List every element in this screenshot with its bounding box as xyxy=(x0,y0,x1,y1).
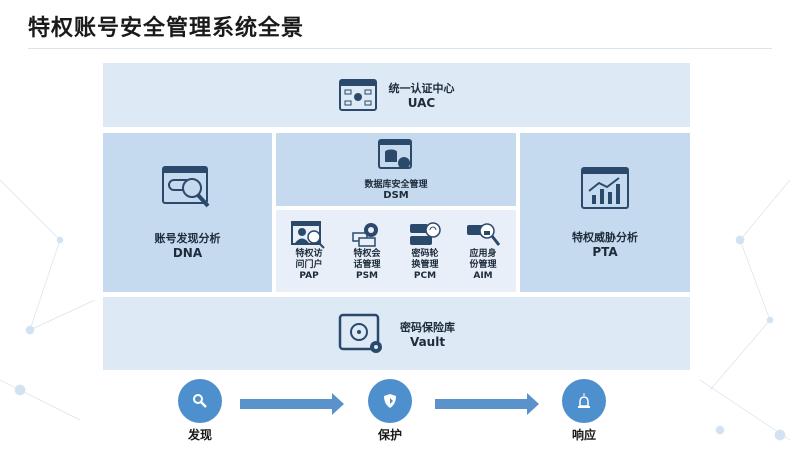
search-icon xyxy=(193,394,207,408)
chart-analysis-icon xyxy=(581,166,629,209)
account-search-icon xyxy=(161,165,209,207)
module-label: 话管理 xyxy=(353,259,381,270)
module-code: PSM xyxy=(355,270,379,281)
respond-step-label: 响应 xyxy=(571,428,596,442)
database-icon xyxy=(378,138,412,169)
module-label: 特权访 xyxy=(295,248,323,259)
module-label: 应用身 xyxy=(469,248,497,259)
shield-icon xyxy=(384,394,396,408)
discover-step-circle xyxy=(178,379,222,423)
module-code: PAP xyxy=(299,270,319,281)
app-identity-icon xyxy=(467,222,500,246)
dsm-panel: 数据库安全管理 DSM xyxy=(276,133,516,206)
dsm-code: DSM xyxy=(383,189,409,201)
pta-name: 特权威胁分析 xyxy=(572,230,638,244)
flow-arrow xyxy=(240,393,344,415)
module-label: 换管理 xyxy=(411,259,439,270)
uac-code: UAC xyxy=(407,96,436,110)
network-icon xyxy=(338,79,377,111)
vault-name: 密码保险库 xyxy=(400,320,455,334)
module-label: 问门户 xyxy=(295,259,323,270)
protect-step-label: 保护 xyxy=(377,428,402,442)
dna-code: DNA xyxy=(172,245,203,260)
page-title: 特权账号安全管理系统全景 xyxy=(28,16,305,41)
module-code: PCM xyxy=(413,270,437,281)
dsm-name: 数据库安全管理 xyxy=(364,179,428,190)
flow-arrow xyxy=(435,393,539,415)
title-divider xyxy=(28,48,772,49)
uac-name: 统一认证中心 xyxy=(388,82,455,95)
alarm-icon xyxy=(578,393,590,408)
pta-panel: 特权威胁分析 PTA xyxy=(520,133,690,292)
dna-panel: 账号发现分析 DNA xyxy=(103,133,272,292)
password-rotate-icon xyxy=(410,221,441,245)
portal-user-icon xyxy=(291,220,325,249)
pta-code: PTA xyxy=(592,244,618,259)
module-label: 特权会 xyxy=(353,248,381,259)
discover-step-label: 发现 xyxy=(187,428,212,442)
protect-step-circle xyxy=(368,379,412,423)
respond-step-circle xyxy=(562,379,606,423)
safe-icon xyxy=(338,313,382,353)
vault-code: Vault xyxy=(409,334,446,349)
module-label: 密码轮 xyxy=(411,248,439,259)
module-label: 份管理 xyxy=(469,259,497,270)
session-gear-icon xyxy=(352,222,378,247)
module-code: AIM xyxy=(473,270,493,281)
dna-name: 账号发现分析 xyxy=(154,231,221,245)
